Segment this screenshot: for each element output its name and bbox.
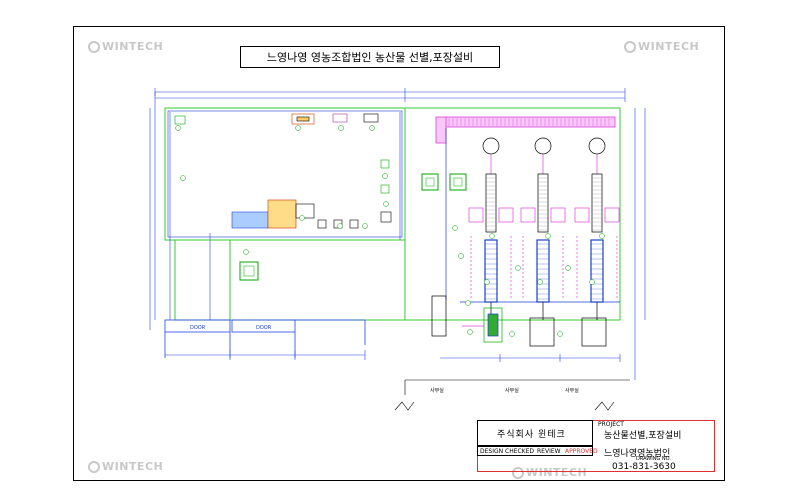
wintech-logo-top-right: WINTECH (624, 40, 699, 53)
equipment-marker (467, 329, 473, 335)
wintech-logo-bottom-right: WINTECH (512, 466, 587, 479)
door-label: DOOR (190, 325, 206, 331)
wintech-logo-icon (88, 460, 100, 473)
equipment-marker (243, 249, 249, 255)
role-design: DESIGN (480, 448, 504, 455)
project-label: PROJECT (598, 421, 624, 428)
hopper-circle (534, 137, 552, 155)
equipment-marker (338, 125, 344, 131)
door-openings (164, 319, 366, 358)
sorter-bin (468, 207, 484, 223)
sorter-bin (520, 207, 536, 223)
company-cell (477, 420, 593, 446)
wintech-logo-bottom-left: WINTECH (88, 460, 163, 473)
sorting-lines (445, 128, 620, 320)
equipment-marker (489, 233, 495, 239)
role-approved: APPROVED (565, 448, 598, 455)
equipment-marker (537, 279, 543, 285)
equipment-marker (465, 300, 471, 306)
sorter-bin (574, 207, 590, 223)
packing-conveyor (590, 239, 604, 303)
wintech-logo-icon (624, 40, 636, 53)
grader-belt (591, 173, 603, 233)
wintech-logo-icon (88, 40, 100, 53)
office-label: 사무실 (430, 387, 444, 394)
office-label: 사무실 (505, 387, 519, 394)
equipment-marker (545, 233, 551, 239)
equipment-marker (557, 331, 563, 337)
grader-belt (537, 173, 549, 233)
sorter-bin (604, 207, 620, 223)
office-label: 사무실 (565, 387, 579, 394)
equipment-marker (295, 125, 301, 131)
drawing-title: 느영나영 영농조합법인 농산물 선별,포장설비 (240, 46, 500, 68)
lift-platforms (431, 295, 607, 347)
wintech-logo-top-left: WINTECH (88, 40, 163, 53)
grader-belt (485, 173, 497, 233)
overhead-conveyor (435, 116, 616, 144)
equipment-marker (369, 125, 375, 131)
equipment-marker (484, 279, 490, 285)
hopper-circle (588, 137, 606, 155)
building-walls (164, 107, 621, 321)
client-name: 느영나영영농법인 (604, 449, 671, 459)
equipment-marker (362, 223, 368, 229)
equipment-marker (458, 253, 464, 259)
project-name: 농산물선별,포장설비 (604, 431, 682, 441)
door-label: DOOR (256, 325, 272, 331)
equipment-markers (175, 125, 605, 337)
role-checked: CHECKED (505, 448, 535, 455)
equipment-marker (452, 225, 458, 231)
wintech-logo-icon (512, 466, 524, 479)
sorter-bin (498, 207, 514, 223)
role-review: REVIEW (537, 448, 561, 455)
dimension-lines (149, 91, 646, 380)
sorter-bin (550, 207, 566, 223)
drawing-no-label: DRAWING NO. (636, 456, 671, 462)
equipment-marker (337, 223, 343, 229)
drawing-number: 031-831-3630 (612, 462, 676, 472)
conveyor-rollers (448, 118, 610, 126)
equipment-boxes (239, 173, 467, 281)
equipment-marker (515, 265, 521, 271)
equipment-marker (589, 279, 595, 285)
equipment-marker (599, 233, 605, 239)
equipment-marker (565, 265, 571, 271)
equipment-marker (175, 125, 181, 131)
dimension-ticks (154, 88, 626, 362)
equipment-marker (299, 215, 305, 221)
roles-row (477, 446, 593, 456)
equipment-marker (180, 175, 186, 181)
office-strip (394, 379, 630, 411)
equipment-marker (382, 173, 388, 179)
hopper-circle (482, 137, 500, 155)
packing-conveyor (536, 239, 550, 303)
equipment-marker (383, 201, 389, 207)
packing-equipment (174, 113, 392, 229)
company-name: 주식회사 윈테크 (497, 430, 566, 440)
packing-conveyor (484, 239, 498, 303)
equipment-marker (509, 331, 515, 337)
